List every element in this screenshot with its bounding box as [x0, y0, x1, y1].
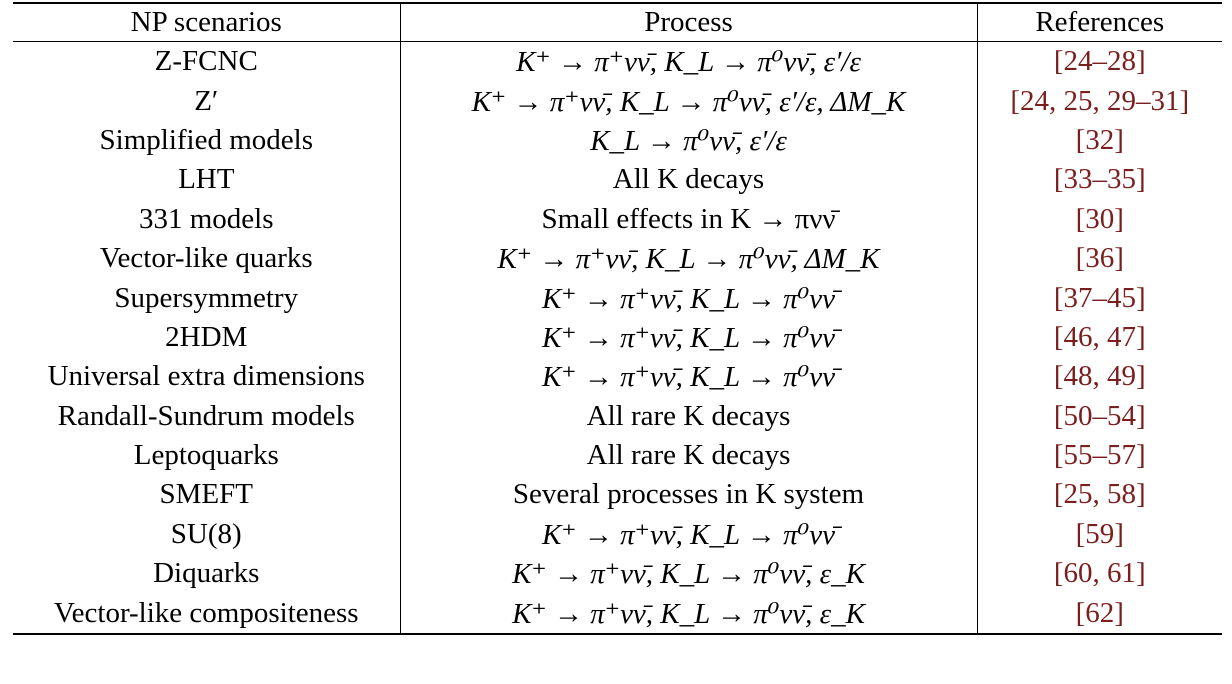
table-row: Diquarks K⁺ → π⁺νν̄, K_L → π⁰νν̄, ε_K [6…: [13, 554, 1222, 594]
scenario-cell: LHT: [13, 160, 401, 200]
scenario-cell: Supersymmetry: [13, 278, 401, 318]
reference-link[interactable]: [46, 47]: [1053, 320, 1146, 353]
process-cell: K_L → π⁰νν̄, ε′/ε: [400, 120, 978, 161]
process-cell: K⁺ → π⁺νν̄, K_L → π⁰νν̄: [400, 278, 978, 318]
scenario-cell: Randall-Sundrum models: [13, 396, 401, 436]
process-cell: K⁺ → π⁺νν̄, K_L → π⁰νν̄, ε_K: [400, 554, 978, 594]
process-cell: K⁺ → π⁺νν̄, K_L → π⁰νν̄: [400, 317, 978, 358]
scenario-cell: Simplified models: [13, 120, 401, 161]
reference-link[interactable]: [60, 61]: [1053, 557, 1146, 590]
reference-link[interactable]: [32]: [1075, 123, 1124, 156]
process-cell: All rare K decays: [400, 396, 978, 436]
process-cell: K⁺ → π⁺νν̄, K_L → π⁰νν̄, ε′/ε, ΔM_K: [400, 81, 978, 121]
reference-link[interactable]: [50–54]: [1053, 399, 1146, 432]
table-row: Vector-like quarks K⁺ → π⁺νν̄, K_L → π⁰ν…: [13, 238, 1222, 279]
table-row: 331 models Small effects in K → πνν̄ [30…: [13, 199, 1222, 239]
reference-link[interactable]: [37–45]: [1053, 281, 1146, 314]
scenario-cell: 331 models: [13, 199, 401, 239]
scenario-cell: Vector-like compositeness: [13, 593, 401, 635]
header-process: Process: [400, 2, 978, 42]
table-row: Universal extra dimensions K⁺ → π⁺νν̄, K…: [13, 357, 1222, 397]
table-row: Randall-Sundrum models All rare K decays…: [13, 396, 1222, 436]
table-header-row: NP scenarios Process References: [13, 2, 1222, 42]
table-row: Vector-like compositeness K⁺ → π⁺νν̄, K_…: [13, 593, 1222, 635]
process-cell: K⁺ → π⁺νν̄, K_L → π⁰νν̄, ε_K: [400, 593, 978, 635]
scenario-cell: Universal extra dimensions: [13, 357, 401, 397]
np-scenarios-table: NP scenarios Process References Z-FCNC K…: [13, 2, 1222, 635]
scenario-cell: SMEFT: [13, 475, 401, 515]
reference-link[interactable]: [24–28]: [1053, 45, 1146, 78]
reference-link[interactable]: [59]: [1075, 517, 1124, 550]
scenario-cell: Z-FCNC: [13, 41, 401, 82]
table-row: LHT All K decays [33–35]: [13, 160, 1222, 200]
header-references: References: [977, 2, 1222, 42]
scenario-cell: 2HDM: [13, 317, 401, 358]
scenario-cell: Vector-like quarks: [13, 238, 401, 279]
table-row: Leptoquarks All rare K decays [55–57]: [13, 435, 1222, 476]
table-row: 2HDM K⁺ → π⁺νν̄, K_L → π⁰νν̄ [46, 47]: [13, 317, 1222, 358]
reference-link[interactable]: [24, 25, 29–31]: [1010, 84, 1190, 117]
header-np-scenarios: NP scenarios: [13, 2, 401, 42]
reference-link[interactable]: [30]: [1075, 202, 1124, 235]
scenario-cell: Z′: [13, 81, 401, 121]
process-cell: K⁺ → π⁺νν̄, K_L → π⁰νν̄: [400, 357, 978, 397]
process-cell: All rare K decays: [400, 435, 978, 476]
reference-link[interactable]: [25, 58]: [1053, 478, 1146, 511]
table-row: Supersymmetry K⁺ → π⁺νν̄, K_L → π⁰νν̄ [3…: [13, 278, 1222, 318]
process-cell: All K decays: [400, 160, 978, 200]
reference-link[interactable]: [33–35]: [1053, 163, 1146, 196]
table-row: Z′ K⁺ → π⁺νν̄, K_L → π⁰νν̄, ε′/ε, ΔM_K […: [13, 81, 1222, 121]
reference-link[interactable]: [62]: [977, 593, 1222, 635]
reference-link[interactable]: [48, 49]: [1053, 360, 1146, 393]
process-cell: K⁺ → π⁺νν̄, K_L → π⁰νν̄, ΔM_K: [400, 238, 978, 279]
table-row: SMEFT Several processes in K system [25,…: [13, 475, 1222, 515]
scenario-cell: SU(8): [13, 514, 401, 555]
reference-link[interactable]: [36]: [1075, 242, 1124, 275]
process-cell: K⁺ → π⁺νν̄, K_L → π⁰νν̄: [400, 514, 978, 555]
process-cell: Small effects in K → πνν̄: [400, 199, 978, 239]
table-row: Z-FCNC K⁺ → π⁺νν̄, K_L → π⁰νν̄, ε′/ε [24…: [13, 41, 1222, 82]
scenario-cell: Leptoquarks: [13, 435, 401, 476]
process-cell: Several processes in K system: [400, 475, 978, 515]
process-cell: K⁺ → π⁺νν̄, K_L → π⁰νν̄, ε′/ε: [400, 41, 978, 82]
scenario-cell: Diquarks: [13, 554, 401, 594]
table-row: Simplified models K_L → π⁰νν̄, ε′/ε [32]: [13, 120, 1222, 161]
table-row: SU(8) K⁺ → π⁺νν̄, K_L → π⁰νν̄ [59]: [13, 514, 1222, 555]
reference-link[interactable]: [55–57]: [1053, 439, 1146, 472]
